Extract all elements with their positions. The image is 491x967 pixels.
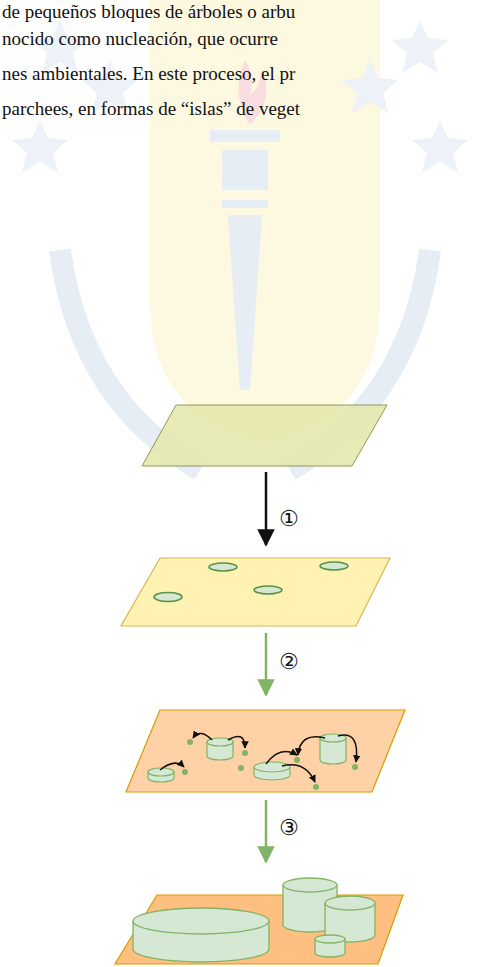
small-patches [148,734,346,782]
step-arrow [265,800,268,862]
seed-dots [182,739,358,790]
callout-number: ② [279,650,299,674]
callout-number: ① [279,507,299,531]
forest-patches [133,878,375,962]
bare-plane [142,405,387,466]
body-text-line: nes ambientales. En este proceso, el pr [2,62,295,86]
step-arrow [265,633,268,695]
orange-plane [115,895,403,964]
dispersal-arrows [160,733,357,782]
orange-plane [126,710,405,792]
seedling-patches [154,562,348,602]
yellow-plane [121,558,390,626]
body-text-line: de pequeños bloques de árboles o arbu [2,0,295,24]
step-arrow [265,472,268,545]
body-text-line: nocido como nucleación, que ocurre [2,27,278,51]
body-text-line: parchees, en formas de “islas” de veget [2,97,300,121]
callout-number: ③ [279,816,299,840]
